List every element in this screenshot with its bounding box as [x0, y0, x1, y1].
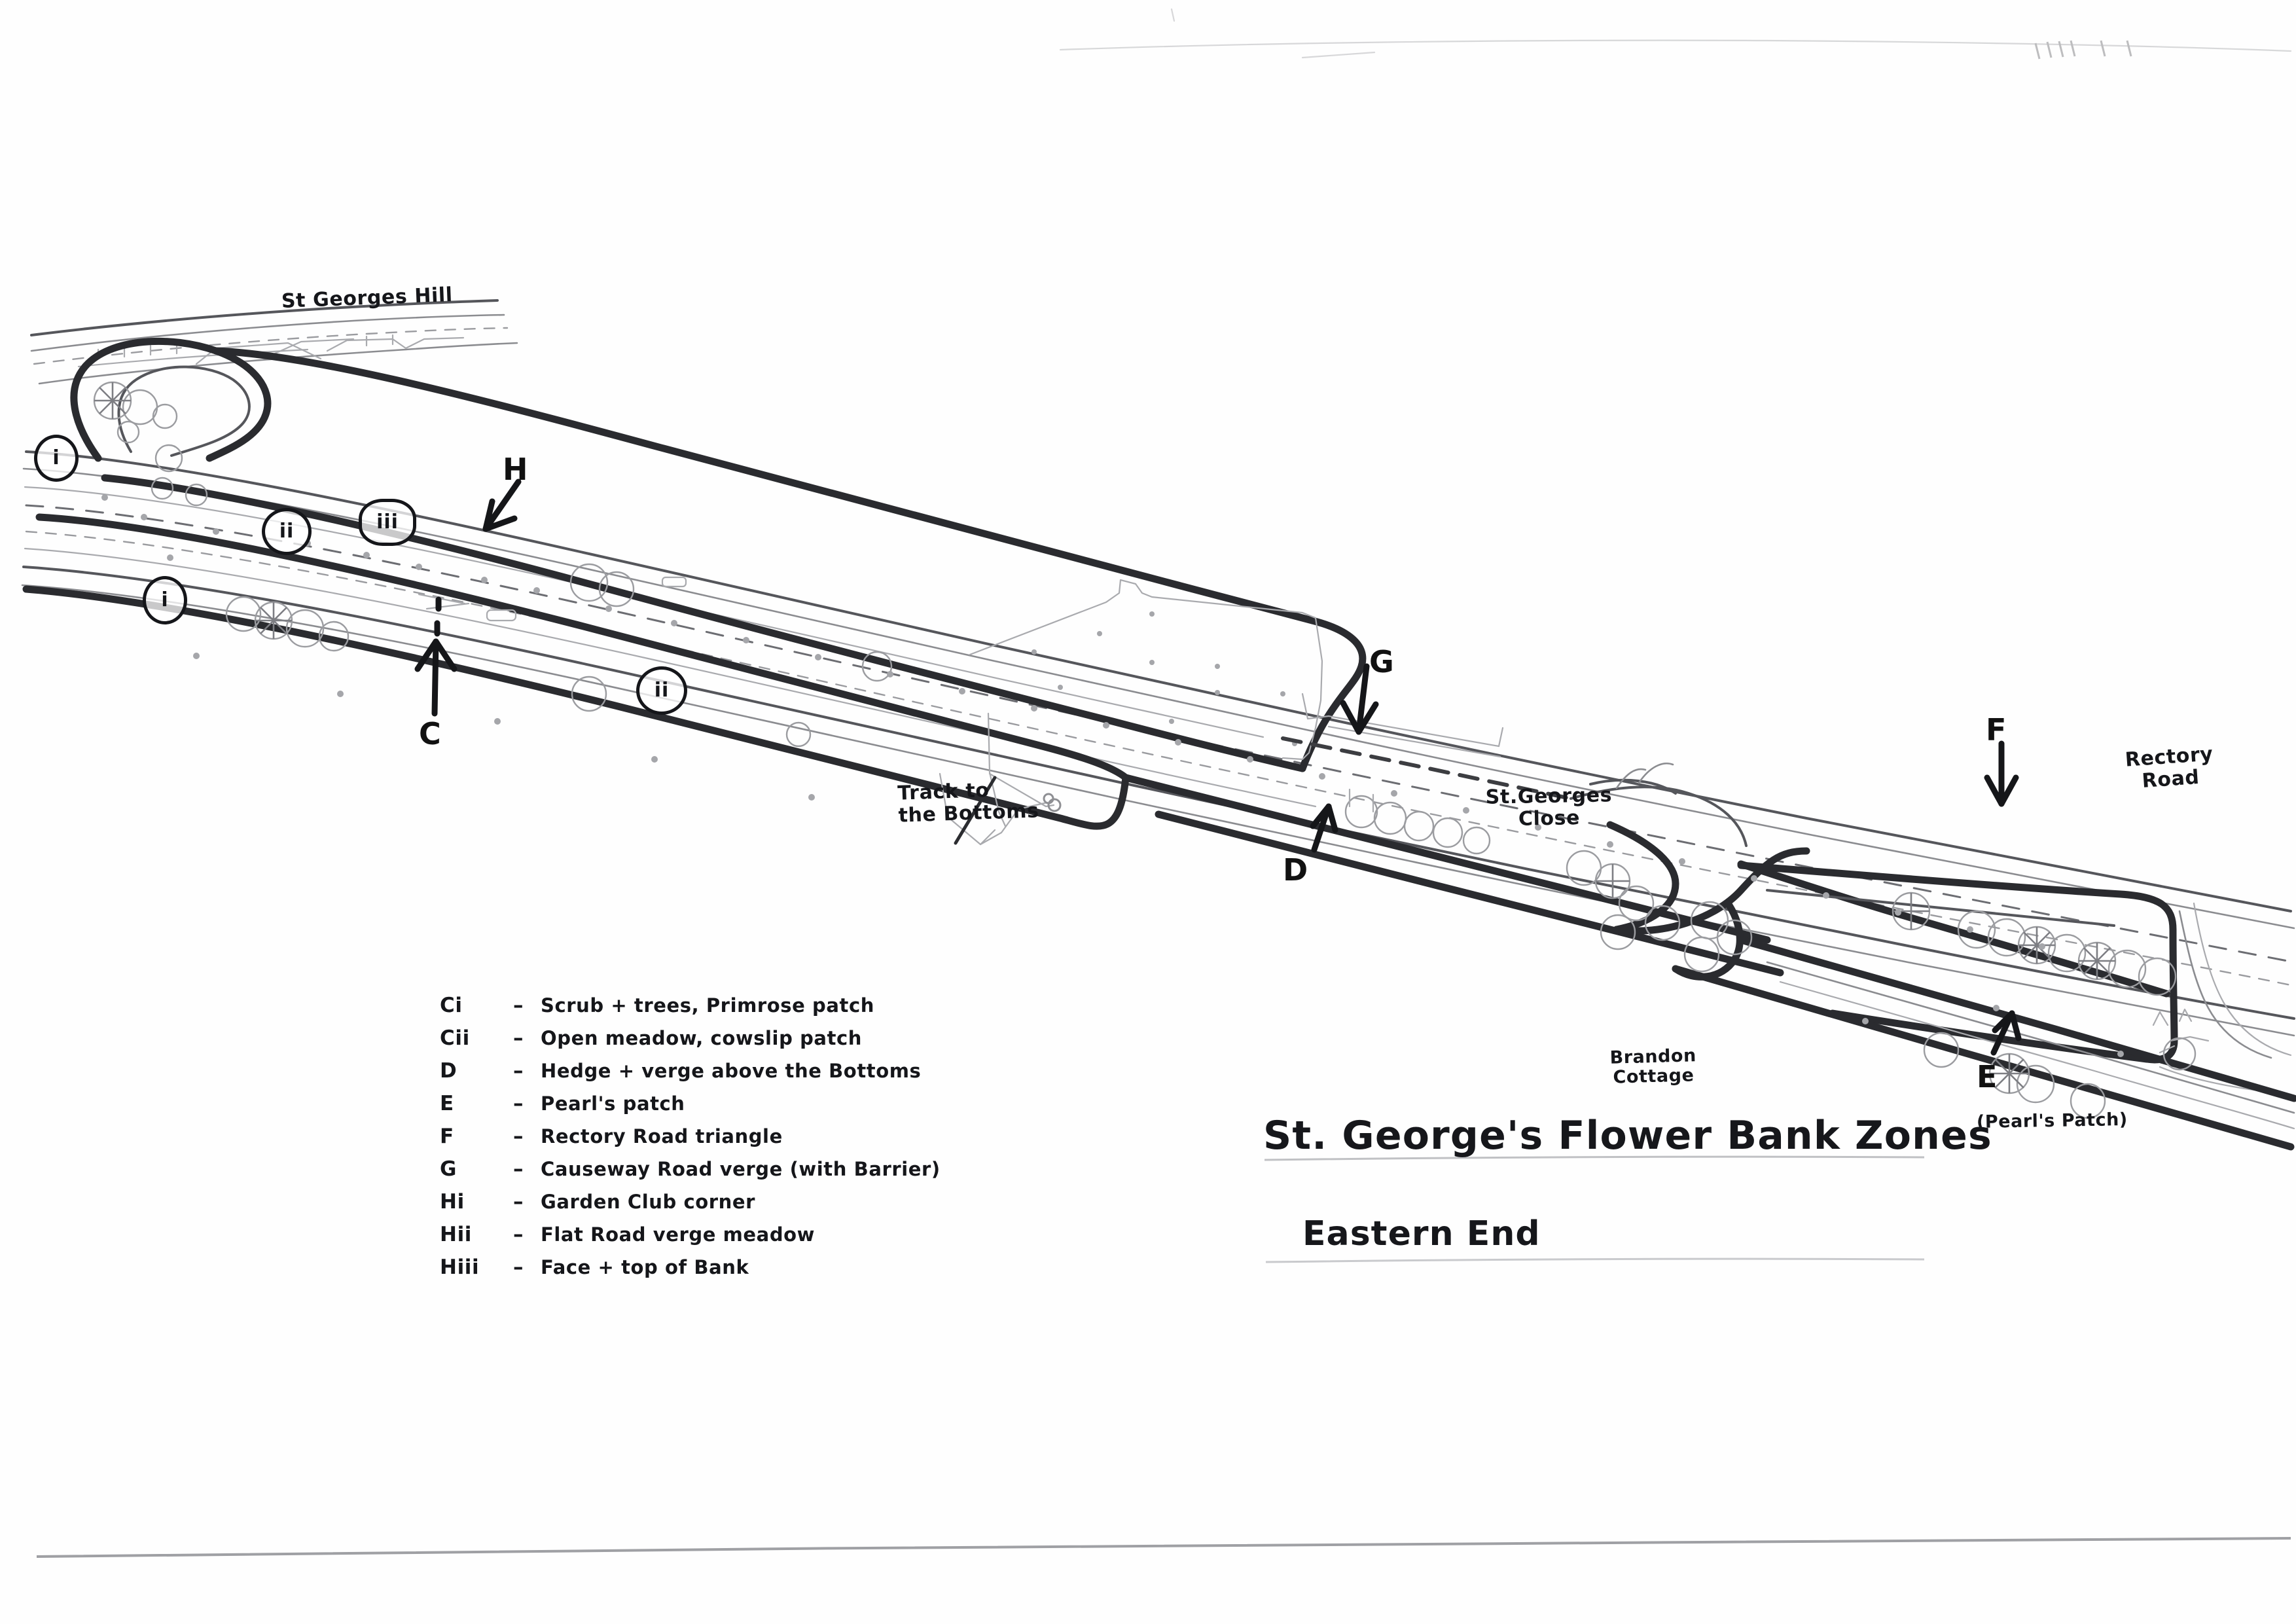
- legend-text: Scrub + trees, Primrose patch: [541, 994, 874, 1017]
- zone-legend: Ci – Scrub + trees, Primrose patch Cii –…: [440, 994, 941, 1288]
- st-georges-hill-road: [30, 299, 518, 385]
- legend-text: Rectory Road triangle: [541, 1125, 783, 1147]
- legend-key: F: [440, 1125, 454, 1148]
- pearls-patch-band: [1672, 936, 2296, 1151]
- marker-Cii: ii: [636, 666, 687, 715]
- label-pearls-patch-note: (Pearl's Patch): [1976, 1109, 2128, 1132]
- legend-dash: –: [513, 1125, 524, 1148]
- label-st-georges-close-line2: Close: [1518, 806, 1581, 831]
- title-underline-sub: [1265, 1257, 1925, 1263]
- arrow-E: [1990, 1010, 2022, 1056]
- legend-key: G: [440, 1157, 457, 1181]
- zone-letter-C: C: [419, 716, 442, 751]
- zone-letter-G: G: [1369, 644, 1395, 679]
- page-bottom-rule: [36, 1537, 2291, 1558]
- legend-key: Hi: [440, 1190, 465, 1214]
- arrow-C: [414, 596, 457, 717]
- arrow-G: [1340, 663, 1379, 735]
- zone-letter-E: E: [1977, 1059, 1998, 1094]
- tree-symbols: [93, 381, 2197, 1119]
- marker-Hi: i: [34, 435, 79, 482]
- label-brandon-cottage-line2: Cottage: [1613, 1065, 1695, 1088]
- legend-row: Cii – Open meadow, cowslip patch: [440, 1026, 941, 1059]
- annotation-arrows: [414, 478, 2022, 1056]
- legend-row: Hiii – Face + top of Bank: [440, 1255, 941, 1288]
- marker-Hiii: iii: [359, 499, 416, 546]
- legend-text: Face + top of Bank: [541, 1256, 749, 1278]
- track-to-the-bottoms-lines: [939, 712, 1062, 846]
- label-rectory-road: Rectory Road: [2125, 742, 2215, 793]
- legend-key: Hiii: [440, 1255, 480, 1279]
- legend-key: D: [440, 1059, 457, 1083]
- zone-letter-F: F: [1986, 712, 2007, 748]
- legend-dash: –: [513, 994, 524, 1017]
- drawing-title: St. George's Flower Bank Zones: [1263, 1113, 1992, 1159]
- legend-dash: –: [513, 1223, 524, 1246]
- label-st-georges-close: St.Georges Close: [1485, 784, 1613, 831]
- legend-dash: –: [513, 1026, 524, 1050]
- legend-dash: –: [513, 1255, 524, 1279]
- legend-dash: –: [513, 1190, 524, 1214]
- vegetation-specks: [101, 494, 2124, 1057]
- arrow-D: [1310, 803, 1338, 853]
- legend-text: Pearl's patch: [541, 1092, 685, 1115]
- zone-letter-H: H: [503, 452, 529, 487]
- legend-row: F – Rectory Road triangle: [440, 1125, 941, 1157]
- legend-dash: –: [513, 1157, 524, 1181]
- legend-text: Flat Road verge meadow: [541, 1223, 816, 1246]
- flower-bank-upper-outline: [70, 337, 1367, 772]
- legend-row: E – Pearl's patch: [440, 1092, 941, 1125]
- rectory-road-triangle: [1737, 861, 2292, 1096]
- arrow-H: [482, 478, 522, 532]
- legend-row: D – Hedge + verge above the Bottoms: [440, 1059, 941, 1092]
- arrow-F: [1984, 740, 2019, 807]
- furniture-marks: [418, 576, 1374, 813]
- label-track-line2: the Bottoms: [898, 799, 1040, 827]
- legend-row: Hii – Flat Road verge meadow: [440, 1223, 941, 1255]
- title-underline-main: [1264, 1155, 1925, 1161]
- label-brandon-cottage: Brandon Cottage: [1609, 1045, 1697, 1088]
- legend-dash: –: [513, 1059, 524, 1083]
- drawing-subtitle: Eastern End: [1302, 1214, 1541, 1254]
- scan-artifacts: [1059, 8, 2292, 60]
- marker-Hii: ii: [262, 508, 312, 555]
- legend-row: Ci – Scrub + trees, Primrose patch: [440, 994, 941, 1026]
- label-brandon-cottage-line1: Brandon: [1609, 1045, 1697, 1068]
- legend-dash: –: [513, 1092, 524, 1115]
- road-corridor: [21, 450, 2295, 1037]
- legend-row: Hi – Garden Club corner: [440, 1190, 941, 1223]
- label-track-to-the-bottoms: Track to the Bottoms: [897, 778, 1039, 827]
- legend-row: G – Causeway Road verge (with Barrier): [440, 1157, 941, 1190]
- legend-text: Hedge + verge above the Bottoms: [541, 1060, 922, 1082]
- legend-key: Hii: [440, 1223, 473, 1246]
- marker-Ci: i: [143, 576, 187, 624]
- label-st-georges-close-line1: St.Georges: [1485, 784, 1613, 809]
- causeway-barrier: [1281, 736, 1573, 801]
- legend-text: Garden Club corner: [541, 1191, 756, 1213]
- legend-text: Open meadow, cowslip patch: [541, 1027, 863, 1049]
- legend-text: Causeway Road verge (with Barrier): [541, 1158, 941, 1180]
- legend-key: Ci: [440, 994, 463, 1017]
- legend-key: E: [440, 1092, 454, 1115]
- zone-letter-D: D: [1283, 852, 1309, 888]
- legend-key: Cii: [440, 1026, 470, 1050]
